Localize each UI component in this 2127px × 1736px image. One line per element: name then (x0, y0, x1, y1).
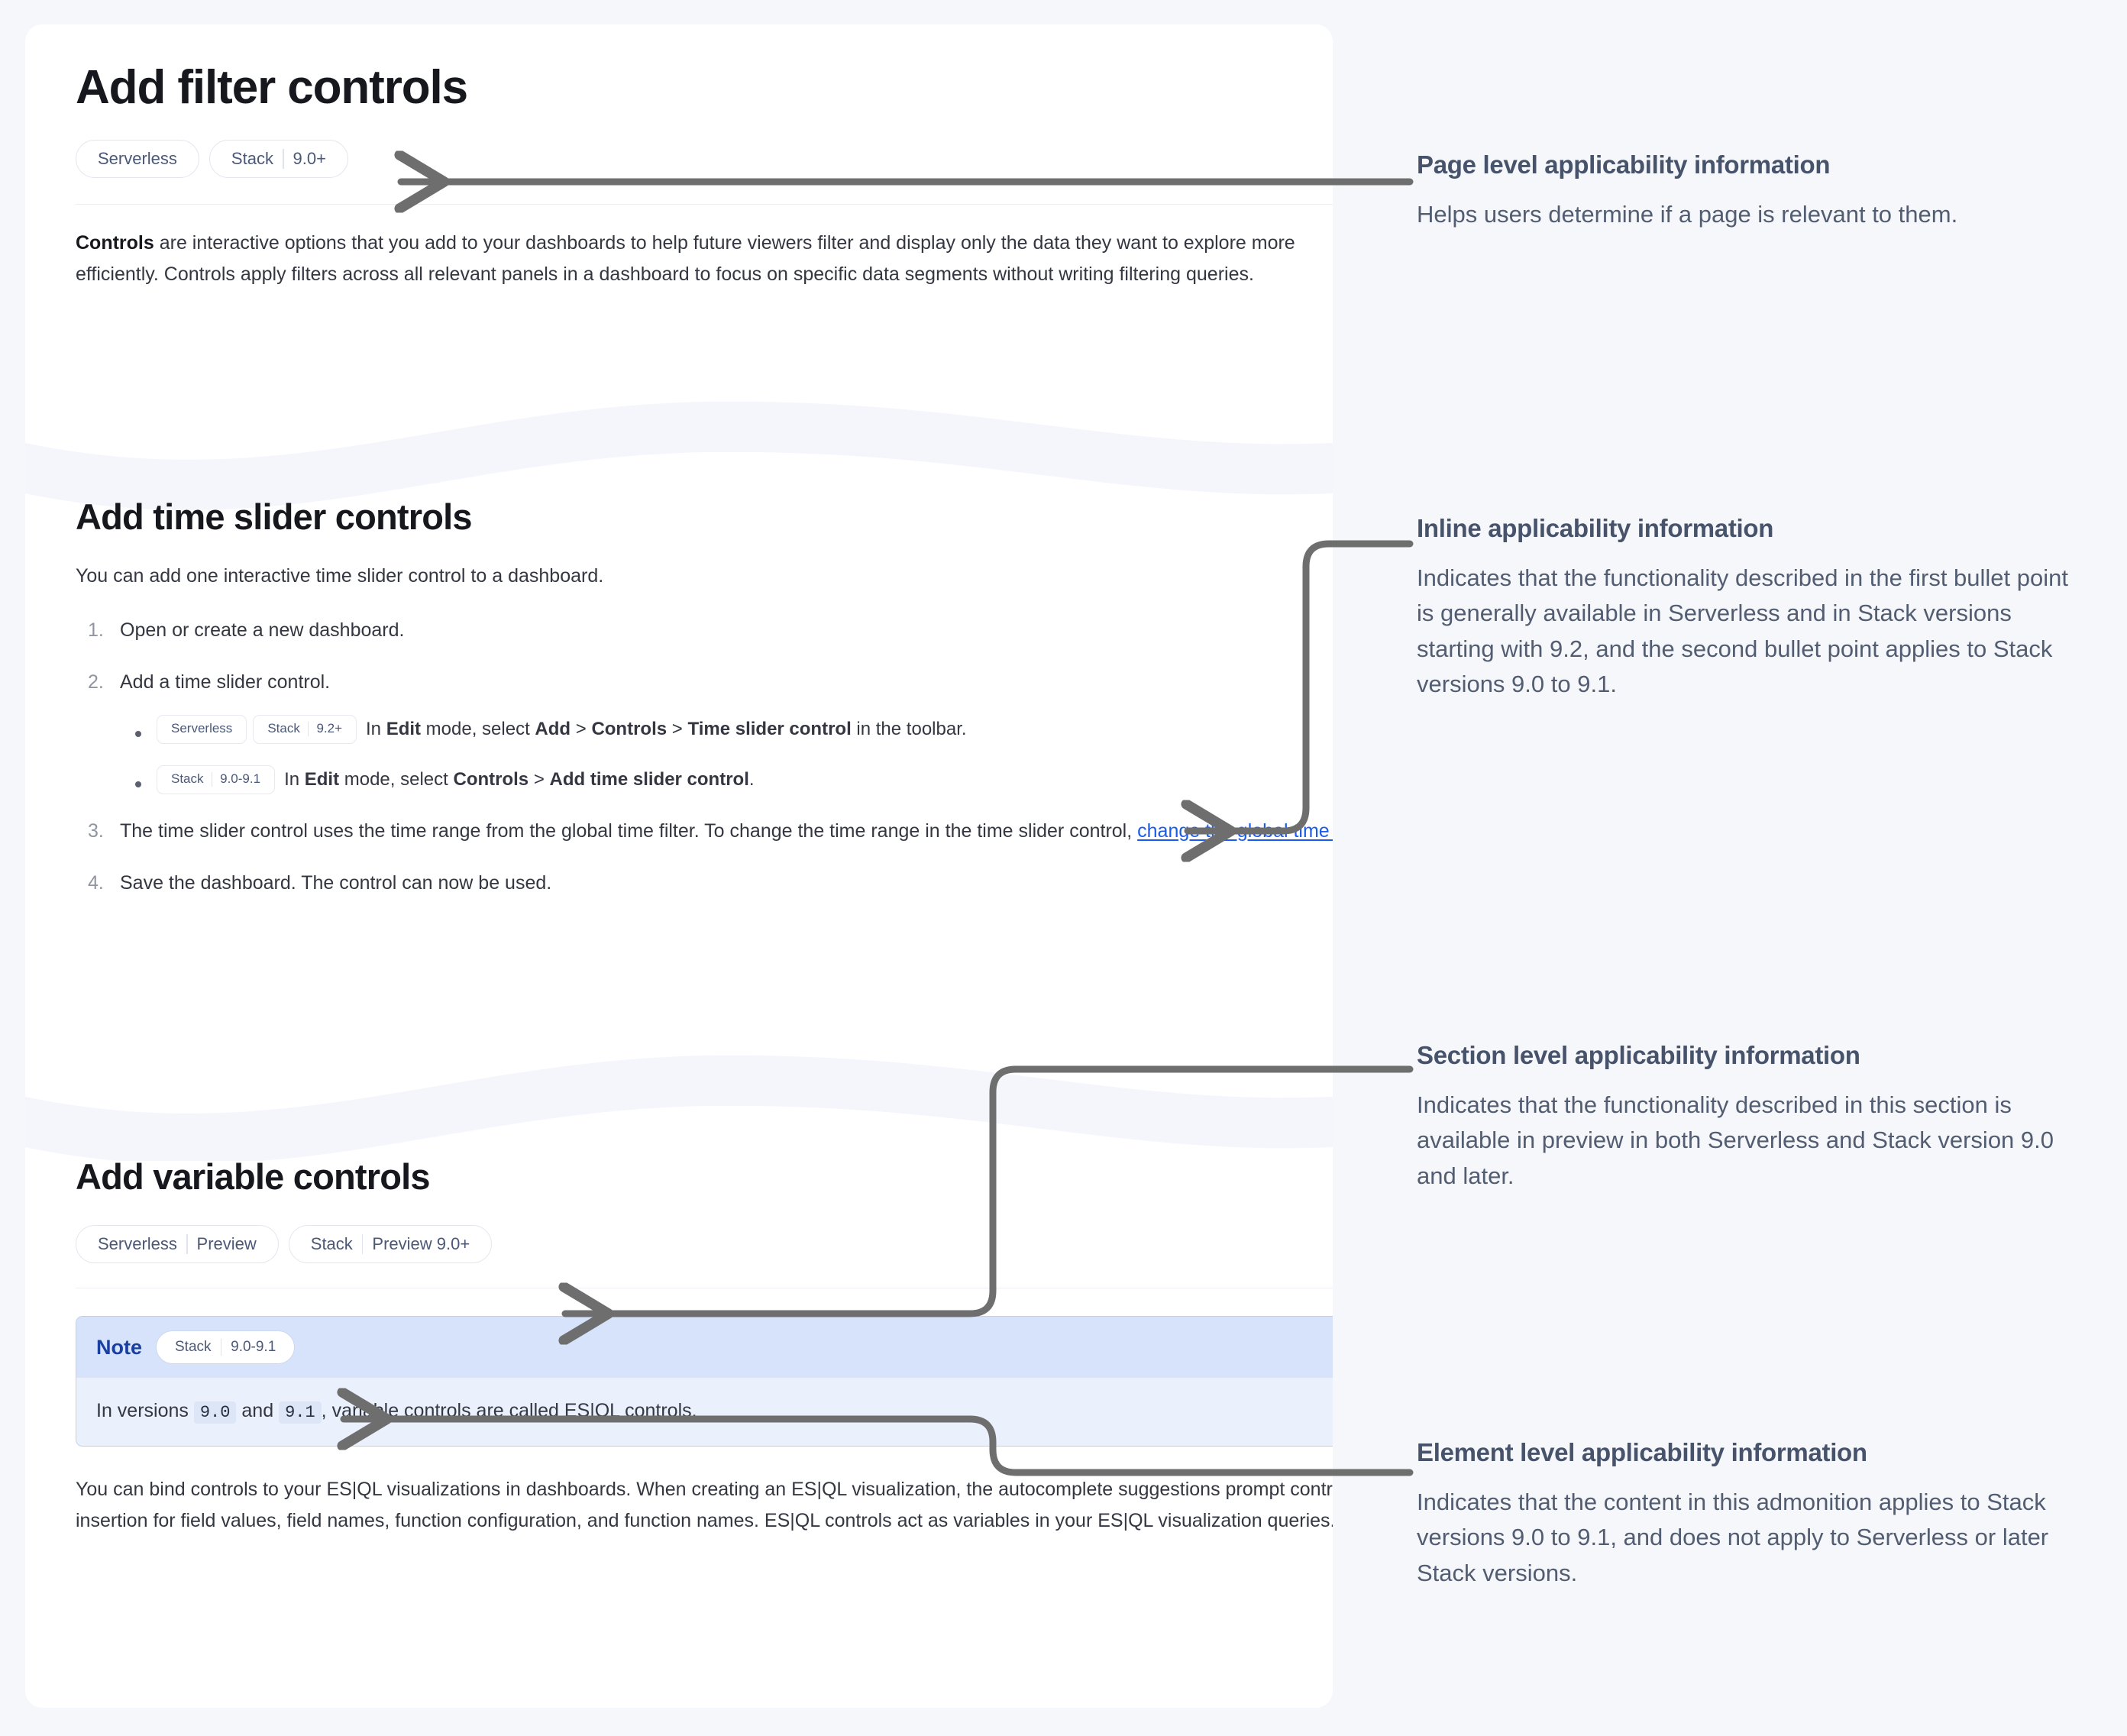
bullet-fragment-strong: Controls (591, 718, 668, 739)
page-title: Add filter controls (76, 61, 468, 114)
annotation-page-level: Page level applicability information Hel… (1417, 150, 2074, 232)
time-slider-steps: Open or create a new dashboard. Add a ti… (76, 615, 1333, 899)
note-fragment: , variable controls are called ES|QL con… (321, 1400, 697, 1422)
note-admonition: Note Stack 9.0-9.1 In versions 9.0 and 9… (76, 1316, 1333, 1447)
annotation-body: Helps users determine if a page is relev… (1417, 200, 1958, 228)
bullet-fragment: > (571, 718, 592, 739)
page-applicability-badges: Serverless Stack 9.0+ (76, 140, 1333, 179)
badge-segment-label: Stack (175, 1339, 212, 1356)
bullet-fragment: > (667, 718, 688, 739)
intro-lead-term: Controls (76, 232, 154, 254)
bullet-fragment-strong: Time slider control (687, 718, 852, 739)
intro-rest: are interactive options that you add to … (76, 232, 1295, 285)
badge-segment-lifecycle-version: Preview 9.0+ (372, 1234, 470, 1254)
badge-stack-preview-version[interactable]: Stack Preview 9.0+ (288, 1225, 493, 1264)
annotation-heading: Element level applicability information (1417, 1438, 1867, 1466)
page-intro-section: Add filter controls Serverless Stack 9.0… (25, 24, 1333, 437)
annotation-element-level: Element level applicability information … (1417, 1437, 2074, 1591)
annotation-body: Indicates that the content in this admon… (1417, 1488, 2049, 1586)
bullet-fragment: In (366, 718, 386, 739)
bullet-text: In Edit mode, select Controls > Add time… (284, 765, 755, 794)
badge-divider (220, 1339, 222, 1356)
badge-stack-version[interactable]: Stack 9.0-9.1 (156, 1330, 296, 1365)
step-text: Save the dashboard. The control can now … (120, 872, 552, 894)
bullet-fragment: > (529, 768, 550, 790)
time-slider-section: Add time slider controls You can add one… (25, 452, 1333, 1086)
section-applicability-badges: Serverless Preview Stack Preview 9.0+ (76, 1225, 1333, 1264)
variable-controls-outro: You can bind controls to your ES|QL visu… (76, 1479, 1333, 1531)
list-item: Serverless Stack 9.2+ In Edit mode, sele… (135, 714, 1333, 744)
badge-segment-label: Stack (310, 1234, 353, 1254)
annotation-heading: Inline applicability information (1417, 514, 1774, 542)
step-sub-bullets: Serverless Stack 9.2+ In Edit mode, sele… (120, 714, 1333, 794)
badge-segment-label: Stack (267, 721, 300, 736)
badge-serverless-preview[interactable]: Serverless Preview (76, 1225, 279, 1264)
badge-segment-label: Serverless (98, 1234, 177, 1254)
bullet-fragment: mode, select (421, 718, 535, 739)
bullet-text: In Edit mode, select Add > Controls > Ti… (366, 715, 967, 743)
badge-stack-version[interactable]: Stack 9.0-9.1 (157, 765, 276, 794)
time-slider-intro: You can add one interactive time slider … (76, 565, 604, 587)
note-admonition-body: In versions 9.0 and 9.1, variable contro… (76, 1378, 1333, 1447)
annotation-heading: Section level applicability information (1417, 1041, 1860, 1069)
step-text: Add a time slider control. (120, 671, 331, 693)
bullet-fragment: . (748, 768, 755, 790)
bullet-fragment: In (284, 768, 305, 790)
step-item: Save the dashboard. The control can now … (88, 868, 1333, 899)
note-fragment: and (236, 1400, 280, 1422)
step-item: Add a time slider control. Serverless St… (88, 667, 1333, 794)
badge-stack-version[interactable]: Stack 9.2+ (253, 714, 357, 744)
badge-segment-version: 9.0-9.1 (220, 771, 261, 787)
intro-paragraph: Controls are interactive options that yo… (76, 228, 1333, 289)
bullet-fragment-strong: Controls (453, 768, 529, 790)
list-item: Stack 9.0-9.1 In Edit mode, select Contr… (135, 765, 1333, 794)
badge-segment-label: Stack (231, 149, 273, 169)
note-admonition-header: Note Stack 9.0-9.1 (76, 1317, 1333, 1379)
note-code-version: 9.0 (193, 1401, 237, 1424)
badge-segment-label: Serverless (171, 721, 233, 736)
badge-segment-lifecycle: Preview (196, 1234, 257, 1254)
bullet-fragment-strong: Edit (304, 768, 340, 790)
badge-stack-version[interactable]: Stack 9.0+ (208, 140, 348, 179)
note-code-version: 9.1 (279, 1401, 322, 1424)
step-item: The time slider control uses the time ra… (88, 816, 1333, 847)
badge-segment-version: 9.2+ (316, 721, 342, 736)
annotation-heading: Page level applicability information (1417, 150, 1831, 179)
step-text: Open or create a new dashboard. (120, 619, 405, 641)
page-title-rule (76, 204, 1333, 205)
badge-divider (211, 772, 213, 787)
bullet-fragment: in the toolbar. (851, 718, 967, 739)
annotation-section-level: Section level applicability information … (1417, 1040, 2074, 1194)
badge-segment-label: Stack (171, 771, 204, 787)
note-label: Note (96, 1335, 142, 1359)
variable-controls-section: Add variable controls Serverless Preview… (25, 1086, 1333, 1708)
section-title-time-slider: Add time slider controls (76, 496, 473, 537)
bullet-fragment-strong: Add (535, 718, 571, 739)
note-fragment: In versions (96, 1400, 194, 1422)
badge-divider (361, 1234, 364, 1255)
step-item: Open or create a new dashboard. (88, 615, 1333, 646)
bullet-fragment-strong: Edit (386, 718, 422, 739)
annotation-body: Indicates that the functionality describ… (1417, 564, 2068, 698)
badge-serverless[interactable]: Serverless (157, 714, 247, 744)
bullet-fragment-strong: Add time slider control (549, 768, 749, 790)
step-text: The time slider control uses the time ra… (120, 820, 1138, 842)
bullet-fragment: mode, select (339, 768, 454, 790)
badge-segment-label: Serverless (98, 149, 177, 169)
badge-serverless[interactable]: Serverless (76, 140, 199, 179)
annotation-body: Indicates that the functionality describ… (1417, 1091, 2054, 1189)
global-time-filter-link[interactable]: change the global time filter (1137, 820, 1333, 842)
badge-segment-version: 9.0+ (293, 149, 326, 169)
badge-divider (282, 149, 284, 170)
badge-divider (307, 722, 309, 737)
annotation-inline: Inline applicability information Indicat… (1417, 513, 2074, 703)
badge-divider (186, 1234, 188, 1255)
documentation-page-card: Add filter controls Serverless Stack 9.0… (25, 24, 1333, 1708)
section-title-variable-controls: Add variable controls (76, 1156, 431, 1197)
badge-segment-version: 9.0-9.1 (231, 1339, 276, 1356)
